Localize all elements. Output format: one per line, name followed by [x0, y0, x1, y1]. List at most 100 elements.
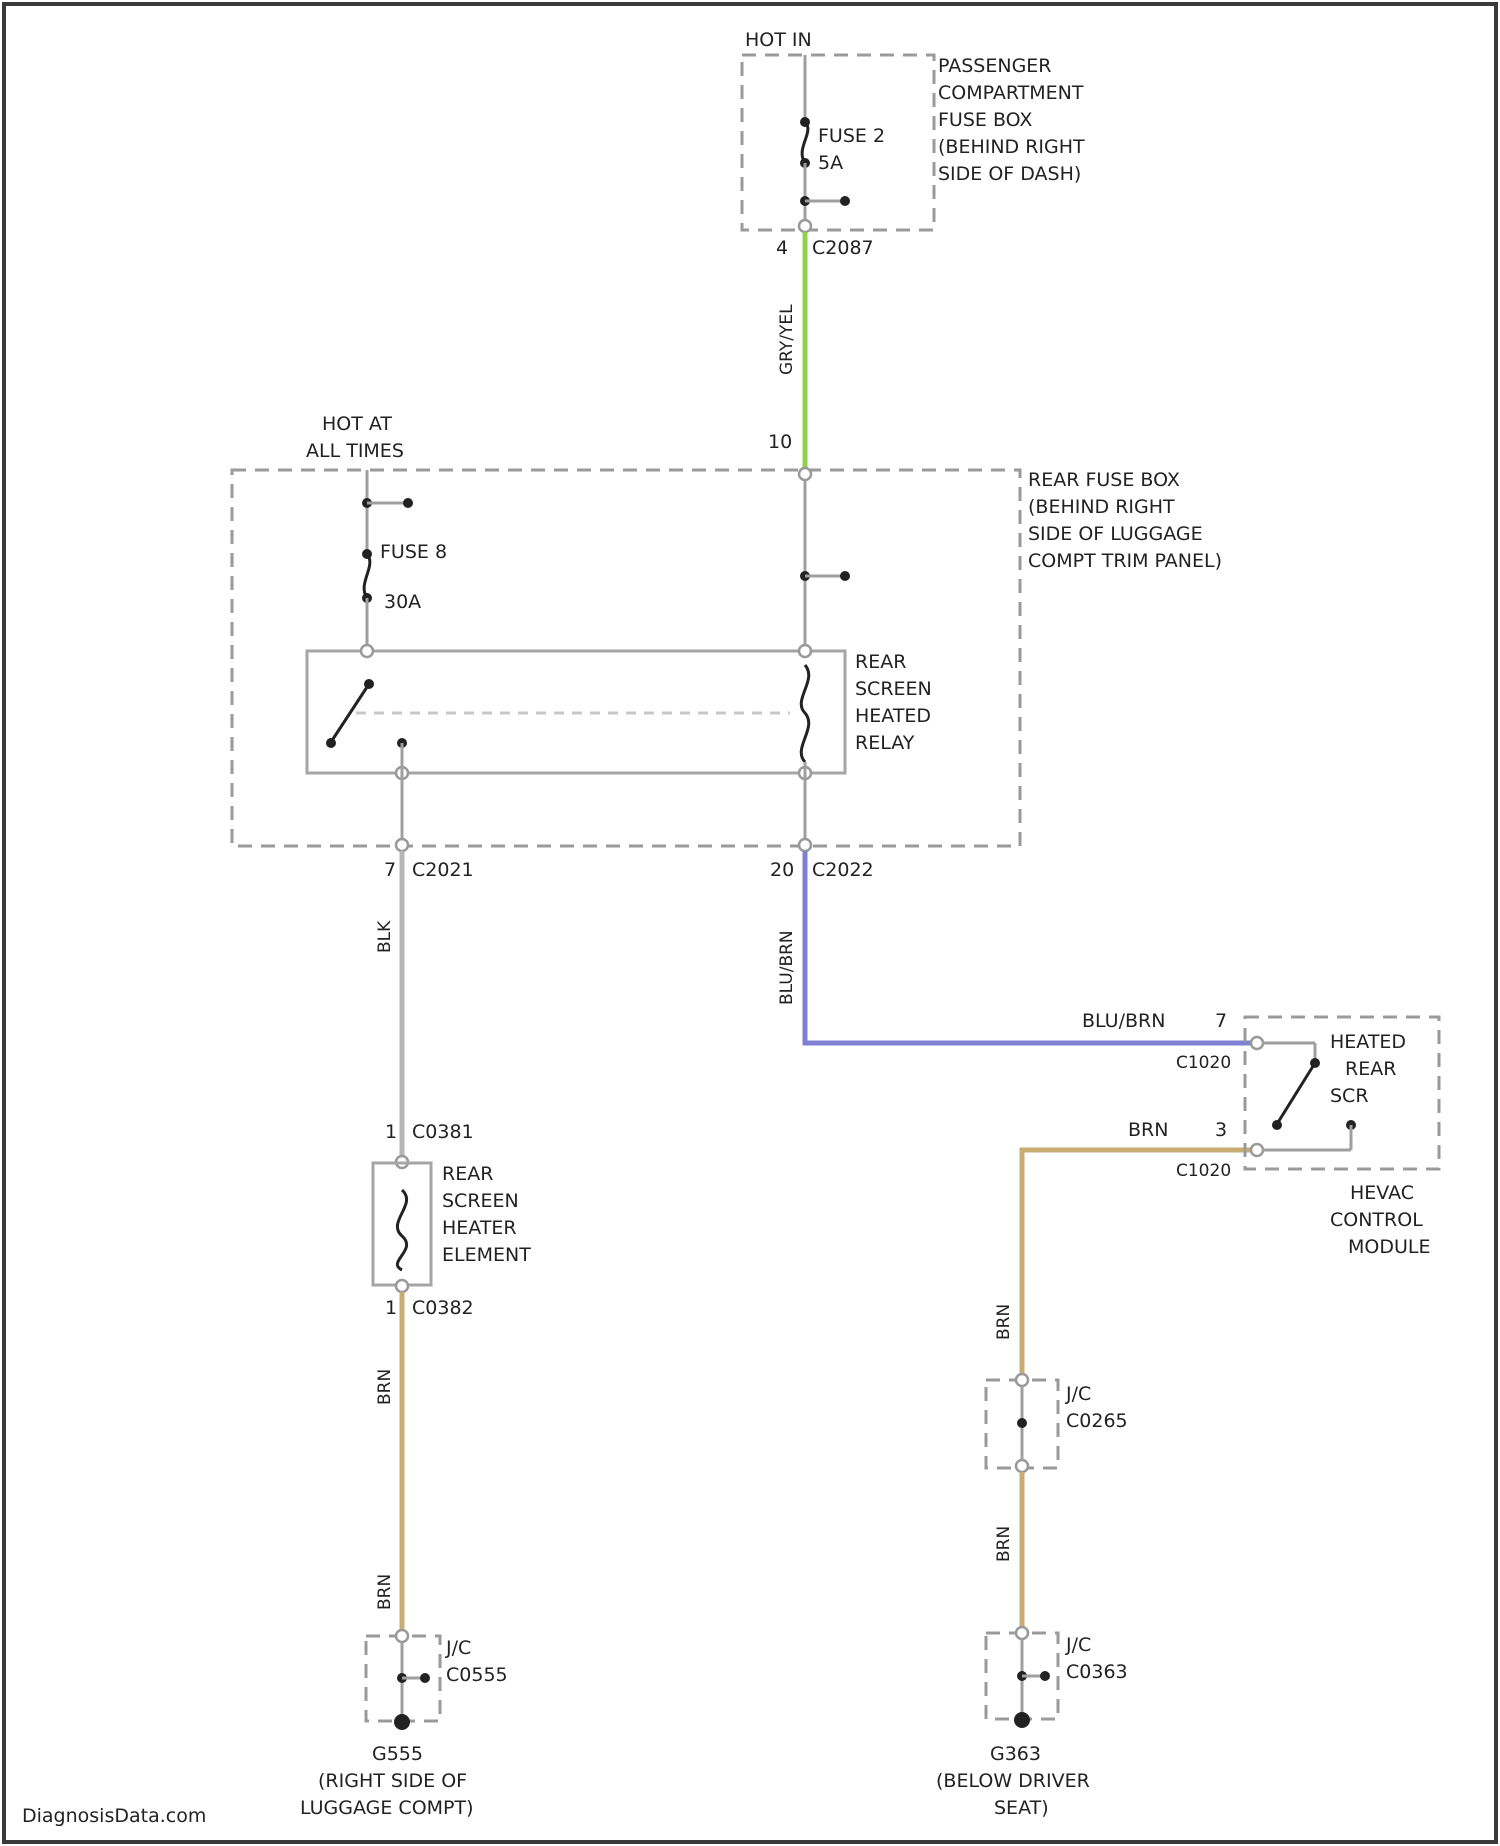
relay-pin-top-right: [799, 645, 811, 657]
heater-label-3: HEATER: [442, 1217, 517, 1239]
hvac-control-module: HEATED REAR SCR HEVAC CONTROL MODULE: [1245, 1017, 1439, 1258]
rear-fuse-box-pin-10: 10: [768, 431, 792, 453]
c2021-pin: 7: [384, 859, 396, 881]
hvac-switch-label-1: HEATED: [1330, 1031, 1406, 1053]
page-border: [4, 4, 1496, 1842]
brn-left-code-lower: BRN: [375, 1574, 395, 1610]
jc-c0265: J/C C0265 BRN: [986, 1304, 1128, 1472]
c2022-terminal: [799, 839, 811, 851]
heater-element-icon: [397, 1190, 406, 1270]
heater-element-box: [373, 1163, 431, 1285]
fuse8-element-icon: [364, 554, 370, 598]
relay-label-1: REAR: [855, 651, 906, 673]
hvac-switch-label-2: REAR: [1345, 1058, 1396, 1080]
c2087-connector: C2087: [812, 237, 874, 259]
passenger-fuse-box-label-4: (BEHIND RIGHT: [938, 136, 1085, 158]
heater-label-1: REAR: [442, 1163, 493, 1185]
wire-gry-yel: GRY/YEL 10: [768, 232, 805, 470]
c1020-pin-7: 7: [1215, 1010, 1227, 1032]
relay-label-2: SCREEN: [855, 678, 932, 700]
c0382-connector: C0382: [412, 1297, 474, 1319]
fuse2-name: FUSE 2: [818, 125, 885, 147]
hot-in-label: HOT IN: [745, 29, 812, 51]
passenger-fuse-box-label-2: COMPARTMENT: [938, 82, 1084, 104]
fuse8-rating: 30A: [384, 591, 421, 613]
c1020-pin-3: 3: [1215, 1119, 1227, 1141]
splice-stub-end: [840, 196, 850, 206]
c2087-pin: 4: [776, 237, 788, 259]
rear-fuse-box-label-3: SIDE OF LUGGAGE: [1028, 523, 1203, 545]
wire-brn-right: BRN 3 C1020: [1022, 1119, 1257, 1378]
jc-c0363-connector: C0363: [1066, 1661, 1128, 1683]
fuse2-rating: 5A: [818, 152, 843, 174]
ground-g363-label-2: (BELOW DRIVER: [936, 1770, 1090, 1792]
hvac-pin-3-terminal: [1251, 1144, 1263, 1156]
wire-blu-brn: BLU/BRN BLU/BRN 7 C1020: [777, 851, 1257, 1073]
jc-c0265-top-terminal: [1016, 1374, 1028, 1386]
c1020-connector-top: C1020: [1176, 1053, 1231, 1073]
brn-right-wire: [1022, 1150, 1257, 1378]
coil-splice-end: [840, 571, 850, 581]
blu-brn-horizontal-code: BLU/BRN: [1082, 1010, 1165, 1032]
fuse2-element-icon: [802, 122, 808, 163]
hvac-module-label-2: CONTROL: [1330, 1209, 1423, 1231]
hvac-module-label-3: MODULE: [1348, 1236, 1430, 1258]
hot-at-all-times-2: ALL TIMES: [306, 440, 404, 462]
ground-g363-label-3: SEAT): [994, 1797, 1049, 1819]
c2021-terminal: [396, 839, 408, 851]
blu-brn-vertical-code: BLU/BRN: [777, 930, 797, 1005]
jc-c0265-connector: C0265: [1066, 1410, 1128, 1432]
ground-g555-label-2: (RIGHT SIDE OF: [318, 1770, 467, 1792]
hvac-module-label-1: HEVAC: [1350, 1182, 1414, 1204]
heater-label-2: SCREEN: [442, 1190, 519, 1212]
rear-screen-heater-element: 1 C0381 REAR SCREEN HEATER ELEMENT 1 C03…: [373, 1121, 531, 1319]
wire-blk: BLK: [375, 851, 402, 1160]
jc-c0555-terminal: [396, 1630, 408, 1642]
hot-at-all-times-1: HOT AT: [322, 413, 392, 435]
c2021-connector: C2021: [412, 859, 474, 881]
gry-yel-color-code: GRY/YEL: [777, 304, 797, 375]
rear-fuse-box-label-1: REAR FUSE BOX: [1028, 469, 1180, 491]
passenger-fuse-box: HOT IN PASSENGER COMPARTMENT FUSE BOX (B…: [742, 29, 1085, 259]
hvac-switch-dot-bottom: [1272, 1120, 1282, 1130]
ground-g555-label-3: LUGGAGE COMPT): [300, 1797, 474, 1819]
jc-c0555-label: J/C: [445, 1637, 471, 1659]
c2022-pin: 20: [770, 859, 794, 881]
fuse8-name: FUSE 8: [380, 541, 447, 563]
c0382-pin: 1: [385, 1297, 397, 1319]
ground-g363-icon: [1014, 1712, 1030, 1728]
wire-brn-right-lower: BRN: [994, 1472, 1022, 1628]
relay-label-4: RELAY: [855, 732, 915, 754]
jc-c0363-stub-end: [1040, 1671, 1050, 1681]
jc-c0363: J/C C0363 G363 (BELOW DRIVER SEAT): [936, 1627, 1128, 1819]
relay-pin-top-left: [361, 645, 373, 657]
c0381-pin: 1: [385, 1121, 397, 1143]
brn-right-code-upper: BRN: [994, 1304, 1014, 1340]
jc-c0265-label: J/C: [1065, 1383, 1091, 1405]
c1020-connector-bottom: C1020: [1176, 1161, 1231, 1181]
jc-c0363-label: J/C: [1065, 1634, 1091, 1656]
relay-label-3: HEATED: [855, 705, 931, 727]
brn-left-code-upper: BRN: [375, 1369, 395, 1405]
jc-c0265-dot: [1017, 1418, 1027, 1428]
fuse8-splice-end: [403, 498, 413, 508]
hvac-switch-label-3: SCR: [1330, 1085, 1369, 1107]
rear-fuse-box: HOT AT ALL TIMES REAR FUSE BOX (BEHIND R…: [232, 413, 1222, 881]
c2087-terminal: [799, 220, 811, 232]
relay-contact-dot-pivot: [326, 738, 336, 748]
blk-color-code: BLK: [375, 920, 395, 953]
jc-c0555-stub-end: [420, 1673, 430, 1683]
wire-brn-left: BRN BRN: [375, 1292, 402, 1630]
pin10-terminal: [799, 468, 811, 480]
ground-g555-label-1: G555: [372, 1743, 423, 1765]
jc-c0555-connector: C0555: [446, 1664, 508, 1686]
rear-fuse-box-label-2: (BEHIND RIGHT: [1028, 496, 1175, 518]
heater-label-4: ELEMENT: [442, 1244, 531, 1266]
hvac-pin-7-terminal: [1251, 1037, 1263, 1049]
jc-c0363-terminal: [1016, 1627, 1028, 1639]
heated-rear-scr-switch-icon: [1277, 1063, 1315, 1124]
c0381-connector: C0381: [412, 1121, 474, 1143]
relay-coil-icon: [801, 665, 809, 762]
jc-c0555: J/C C0555 G555 (RIGHT SIDE OF LUGGAGE CO…: [300, 1630, 508, 1819]
